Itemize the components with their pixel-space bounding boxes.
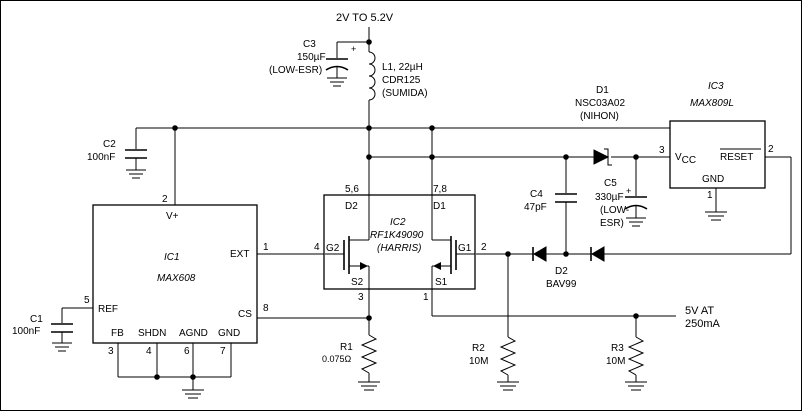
ic1-part: MAX608	[157, 273, 196, 284]
capacitor-c5: C5 + 330µF (LOW- ESR)	[595, 157, 648, 229]
supply-label: 2V TO 5.2V	[336, 12, 394, 24]
c2-ref: C2	[103, 139, 116, 150]
junction-dot	[190, 374, 196, 380]
ic2-d1-label: D1	[433, 201, 446, 212]
d2-part: BAV99	[546, 279, 577, 290]
ic3-reset-supervisor: IC3 MAX809L VCC 3 RESET 2 GND 1	[604, 81, 792, 255]
ic3-reset-label: RESET	[720, 152, 753, 163]
junction-dot	[563, 251, 569, 257]
c3-polarity: +	[351, 44, 356, 54]
ic2-g2-label: G2	[326, 243, 340, 254]
ic2-s1-label: S1	[435, 277, 448, 288]
d1-ref: D1	[596, 85, 609, 96]
c5-ref: C5	[604, 178, 617, 189]
output-rail	[366, 154, 670, 160]
ic1-shdn-label: SHDN	[138, 328, 166, 339]
c1-value: 100nF	[12, 326, 40, 337]
ic2-dual-mosfet: IC2 RF1K49090 (HARRIS) 5,6 7,8 D2 D1 G2 …	[314, 128, 487, 303]
ic2-s2-label: S2	[351, 277, 364, 288]
junction-dot	[366, 125, 372, 131]
resistor-r2: R2 10M	[469, 254, 519, 391]
c2-value: 100nF	[87, 152, 115, 163]
ic2-d1-pin-num: 7,8	[433, 184, 447, 195]
l1-line1: L1, 22µH	[382, 62, 423, 73]
ic3-gnd-label: GND	[702, 174, 724, 185]
ic2-d2-label: D2	[345, 201, 358, 212]
ic2-part: RF1K49090	[370, 230, 424, 241]
ic3-ref: IC3	[708, 81, 724, 92]
ic2-g1-label: G1	[458, 243, 472, 254]
ic1-ref-pin-num: 5	[84, 295, 90, 306]
ic1-controller: IC1 MAX608 V+ 2 EXT 1 REF 5 CS 8 FB SHDN…	[84, 194, 369, 399]
d1-part: NSC03A02	[575, 98, 625, 109]
c3-note: (LOW-ESR)	[269, 65, 322, 76]
d2-ref: D2	[555, 266, 568, 277]
output-label-line1: 5V AT	[685, 305, 714, 317]
capacitor-c1: C1 100nF	[12, 307, 93, 352]
ic1-ref: IC1	[164, 252, 180, 263]
output-label-line2: 250mA	[685, 318, 721, 330]
output-line: 5V AT 250mA	[431, 289, 721, 330]
r3-ref: R3	[611, 343, 624, 354]
capacitor-c3: C3 + 150µF (LOW-ESR)	[269, 39, 369, 87]
ic3-gnd-pin-num: 1	[707, 190, 713, 201]
ic1-gnd-label: GND	[218, 328, 240, 339]
junction-dot	[154, 374, 160, 380]
capacitor-c2: C2 100nF	[87, 128, 147, 179]
c5-note1: (LOW-	[600, 205, 629, 216]
d1-maker: (NIHON)	[580, 111, 619, 122]
ic2-d2-pin-num: 5,6	[345, 184, 359, 195]
c1-ref: C1	[30, 314, 43, 325]
ic3-vcc-pin-num: 3	[659, 145, 665, 156]
ic3-part: MAX809L	[690, 98, 734, 109]
ic1-ref-pin-label: REF	[98, 304, 118, 315]
c5-note2: ESR)	[600, 218, 624, 229]
diode-pair-d2: D2 BAV99	[476, 246, 605, 290]
l1-line2: CDR125	[382, 75, 421, 86]
c4-ref: C4	[530, 189, 543, 200]
ic3-reset-pin-num: 2	[768, 144, 774, 155]
ic1-shdn-pin-num: 4	[146, 346, 152, 357]
schottky-diode-d1: D1 NSC03A02 (NIHON)	[575, 85, 625, 166]
c5-polarity: +	[626, 186, 631, 196]
ic1-agnd-pin-num: 6	[184, 346, 190, 357]
ic1-vplus-label: V+	[166, 211, 179, 222]
c3-ref: C3	[303, 39, 316, 50]
resistor-r3: R3 10M	[606, 316, 647, 391]
ic1-ext-label: EXT	[230, 249, 249, 260]
ic1-fb-pin-num: 3	[108, 346, 114, 357]
ic3-vcc-label: VCC	[675, 152, 696, 166]
ic1-fb-label: FB	[111, 328, 124, 339]
ic2-ref: IC2	[390, 217, 406, 228]
r2-value: 10M	[469, 356, 488, 367]
resistor-r1: R1 0.075Ω	[322, 289, 380, 391]
ic1-ext-pin-num: 1	[263, 242, 269, 253]
ic1-cs-pin-num: 8	[263, 303, 269, 314]
r2-ref: R2	[472, 343, 485, 354]
r1-ref: R1	[340, 342, 353, 353]
ic2-g2-pin-num: 4	[314, 242, 320, 253]
ic2-maker: (HARRIS)	[377, 243, 421, 254]
l1-line3: (SUMIDA)	[382, 88, 428, 99]
ic2-g1-pin-num: 2	[481, 242, 487, 253]
ic2-s1-pin-num: 1	[423, 292, 429, 303]
r1-value: 0.075Ω	[322, 354, 352, 364]
c5-value: 330µF	[595, 192, 624, 203]
capacitor-c4: C4 47pF	[524, 157, 577, 254]
ic1-vplus-pin-num: 2	[162, 194, 168, 205]
r3-value: 10M	[606, 356, 625, 367]
ic1-gnd-pin-num: 7	[220, 346, 226, 357]
top-rail	[136, 125, 671, 205]
supply-input: 2V TO 5.2V	[336, 12, 394, 52]
ic2-s2-pin-num: 3	[358, 292, 364, 303]
c4-value: 47pF	[524, 202, 547, 213]
c3-value: 150µF	[297, 52, 326, 63]
inductor-l1: L1, 22µH CDR125 (SUMIDA)	[368, 51, 428, 157]
ic1-cs-label: CS	[238, 309, 252, 320]
ic1-agnd-label: AGND	[179, 328, 208, 339]
junction-dot	[366, 315, 372, 321]
